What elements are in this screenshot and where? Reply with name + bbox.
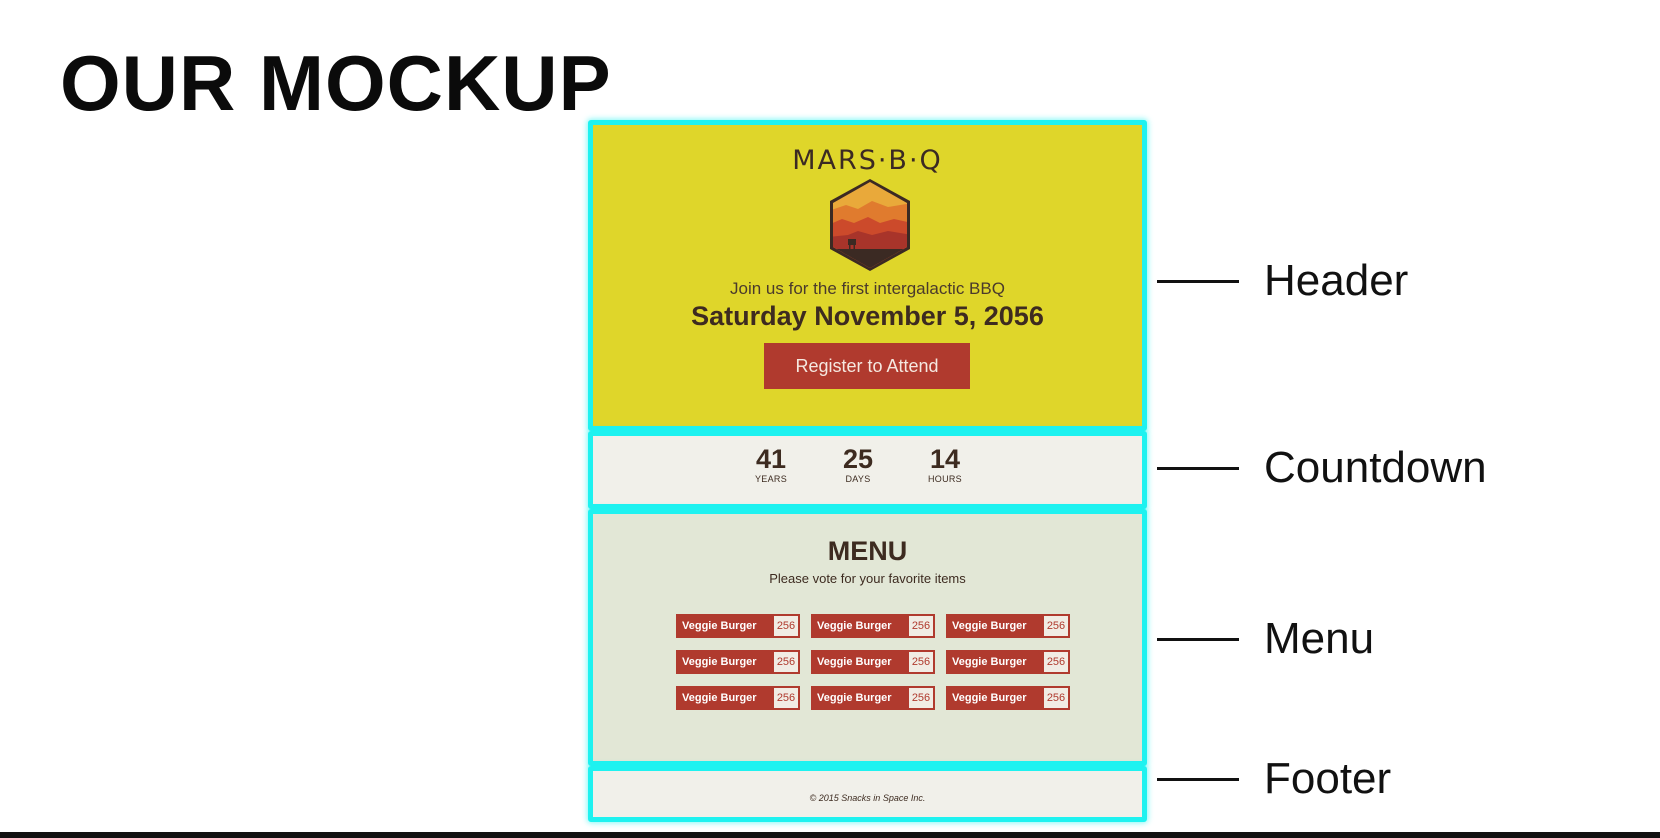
menu-item-label: Veggie Burger [817, 656, 892, 668]
menu-item-button[interactable]: Veggie Burger 256 [676, 686, 800, 710]
countdown-hours: 14 HOURS [915, 444, 975, 484]
menu-item-button[interactable]: Veggie Burger 256 [946, 650, 1070, 674]
menu-item-label: Veggie Burger [682, 620, 757, 632]
header-section: MARS·B·Q Join us for the first intergala… [588, 120, 1147, 431]
vote-count: 256 [774, 688, 798, 708]
countdown-unit: DAYS [845, 474, 871, 484]
slide-title: OUR MOCKUP [60, 39, 612, 127]
menu-section: MENU Please vote for your favorite items… [588, 509, 1147, 766]
menu-item-label: Veggie Burger [682, 656, 757, 668]
register-button[interactable]: Register to Attend [764, 343, 970, 389]
menu-item-button[interactable]: Veggie Burger 256 [811, 614, 935, 638]
menu-item-label: Veggie Burger [682, 692, 757, 704]
menu-subtitle: Please vote for your favorite items [769, 571, 966, 586]
menu-item-button[interactable]: Veggie Burger 256 [676, 650, 800, 674]
menu-item-label: Veggie Burger [952, 692, 1027, 704]
vote-count: 256 [1044, 688, 1068, 708]
menu-item-label: Veggie Burger [952, 656, 1027, 668]
vote-count: 256 [774, 652, 798, 672]
countdown-value: 14 [929, 444, 961, 474]
countdown-section: 41 YEARS 25 DAYS 14 HOURS [588, 431, 1147, 509]
menu-item-label: Veggie Burger [952, 620, 1027, 632]
menu-title: MENU [827, 536, 908, 566]
logo-text: MARS·B·Q [792, 145, 943, 176]
menu-item-button[interactable]: Veggie Burger 256 [676, 614, 800, 638]
menu-item-button[interactable]: Veggie Burger 256 [811, 686, 935, 710]
footer-section: © 2015 Snacks in Space Inc. [588, 766, 1147, 822]
annotation-line [1157, 467, 1239, 470]
menu-item-button[interactable]: Veggie Burger 256 [946, 614, 1070, 638]
annotation-label: Countdown [1264, 443, 1487, 492]
annotation-line [1157, 280, 1239, 283]
vote-count: 256 [909, 688, 933, 708]
mars-hexagon-icon [830, 179, 910, 271]
copyright-text: © 2015 Snacks in Space Inc. [809, 793, 926, 803]
annotation-label: Menu [1264, 614, 1375, 663]
menu-item-button[interactable]: Veggie Burger 256 [811, 650, 935, 674]
menu-item-button[interactable]: Veggie Burger 256 [946, 686, 1070, 710]
countdown-days: 25 DAYS [828, 444, 888, 484]
annotation-label: Footer [1264, 754, 1392, 803]
menu-item-label: Veggie Burger [817, 692, 892, 704]
vote-count: 256 [774, 616, 798, 636]
vote-count: 256 [1044, 616, 1068, 636]
vote-count: 256 [1044, 652, 1068, 672]
vote-count: 256 [909, 616, 933, 636]
countdown-unit: YEARS [754, 474, 787, 484]
menu-item-label: Veggie Burger [817, 620, 892, 632]
annotation-label: Header [1264, 256, 1409, 305]
annotation-line [1157, 778, 1239, 781]
countdown-unit: HOURS [927, 474, 962, 484]
countdown-value: 41 [755, 444, 787, 474]
bottom-divider [0, 832, 1660, 838]
countdown-years: 41 YEARS [741, 444, 801, 484]
menu-grid: Veggie Burger 256 Veggie Burger 256 Veggie… [676, 614, 1070, 710]
tagline: Join us for the first intergalactic BBQ [730, 279, 1005, 298]
vote-count: 256 [909, 652, 933, 672]
annotation-line [1157, 638, 1239, 641]
countdown-value: 25 [842, 444, 874, 474]
event-date: Saturday November 5, 2056 [691, 301, 1044, 331]
